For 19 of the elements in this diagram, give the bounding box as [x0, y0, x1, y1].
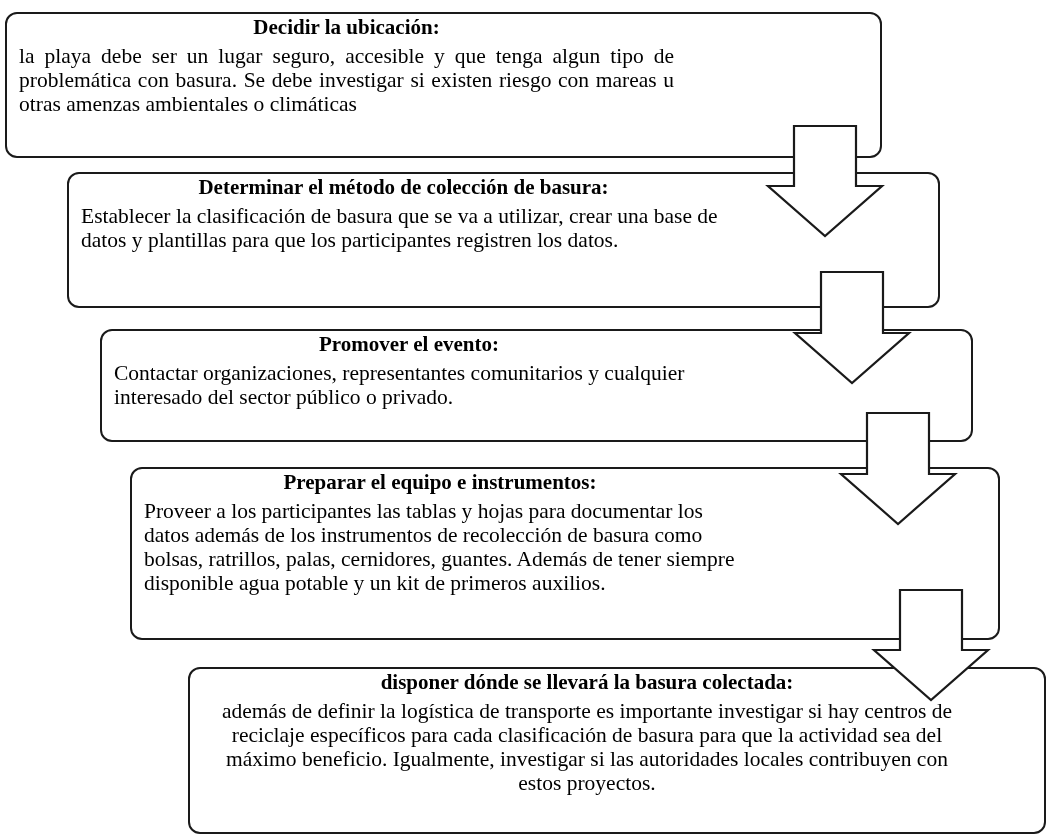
block-arrow — [792, 270, 912, 385]
process-box — [67, 172, 940, 308]
step-title: Promover el evento: — [318, 332, 500, 356]
step-title: disponer dónde se llevará la basura colectada: — [379, 670, 795, 694]
process-box — [130, 467, 1000, 640]
block-arrow — [871, 588, 991, 702]
step-title: Decidir la ubicación: — [252, 15, 441, 39]
step-title: Determinar el método de colección de basura: — [197, 175, 610, 199]
process-box — [5, 12, 882, 158]
step-title: Preparar el equipo e instrumentos: — [282, 470, 598, 494]
step-description: además de definir la logística de transporte es importante investigar si hay centros de reciclaje específicos para cada clasificación de basura para que la actividad sea del máximo beneficio. Igualmente, investigar si las autoridades locales contribuyen con estos proyectos. — [220, 699, 954, 795]
block-arrow — [765, 124, 885, 238]
block-arrow — [838, 411, 958, 526]
step-description: la playa debe ser un lugar seguro, accesible y que tenga algun tipo de problemática con basura. Se debe investigar si existen riesgo con mareas u otras amenzas ambientales o climáticas — [19, 44, 674, 116]
process-box — [188, 667, 1046, 834]
process-box — [100, 329, 973, 442]
step-description: Proveer a los participantes las tablas y hojas para documentar los datos además de los instrumentos de recolección de basura como bolsas, ratrillos, palas, cernidores, guantes. Además de tener siempre disponible agua potable y un kit de primeros auxilios. — [144, 499, 736, 595]
step-description: Contactar organizaciones, representantes comunitarios y cualquier interesado del sector público o privado. — [114, 361, 686, 409]
step-description: Establecer la clasificación de basura que se va a utilizar, crear una base de datos y plantillas para que los participantes registren los datos. — [81, 204, 719, 252]
